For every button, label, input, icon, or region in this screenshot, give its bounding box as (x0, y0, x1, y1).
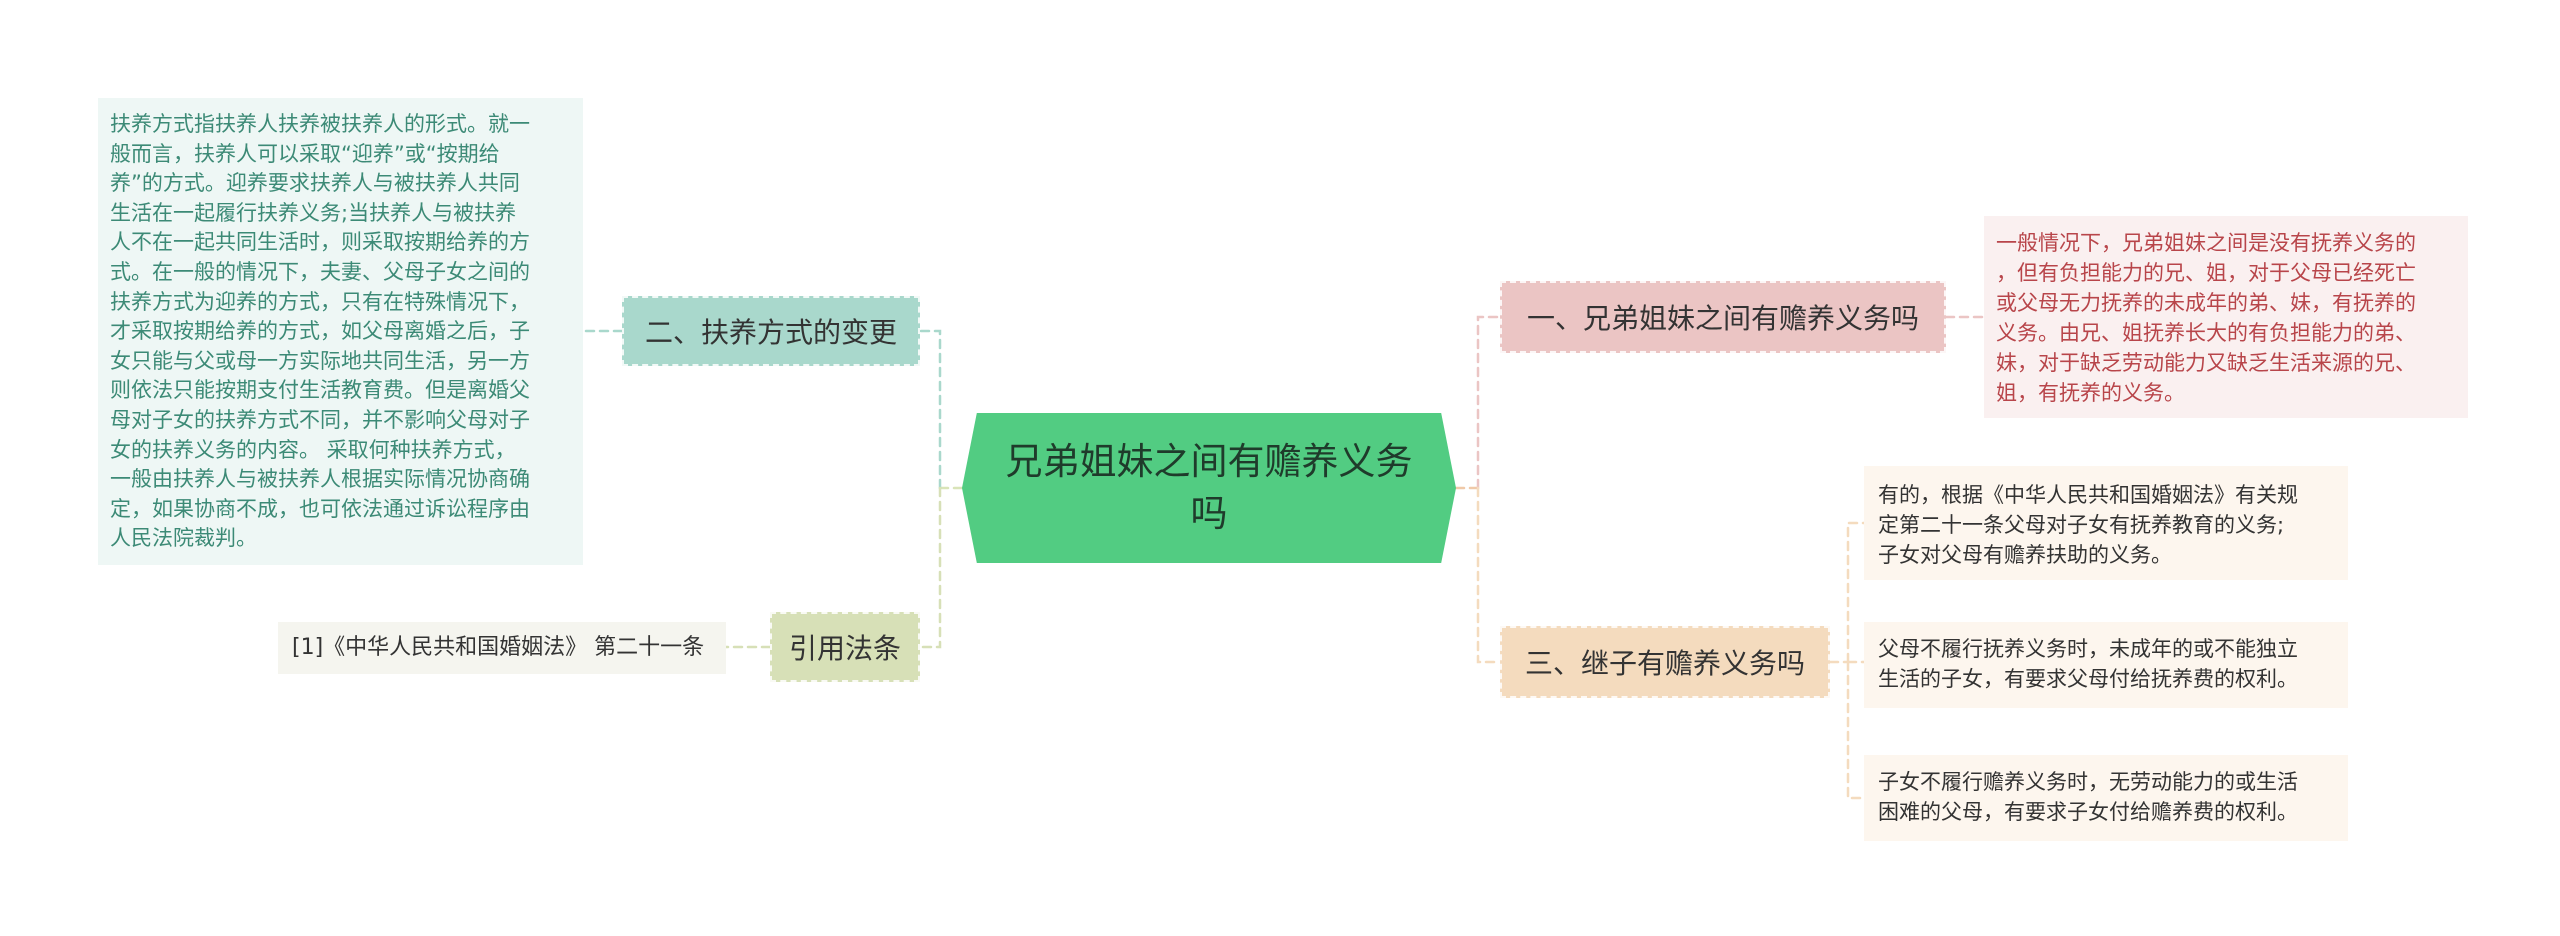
leaf-law-reference[interactable]: [1]《中华人民共和国婚姻法》 第二十一条 (278, 622, 726, 674)
central-topic[interactable]: 兄弟姐妹之间有赡养义务 吗 (962, 413, 1456, 563)
link-to-yinyong (918, 486, 942, 649)
link-to-xiongdi (1476, 315, 1502, 490)
branch-stepchild-duty[interactable]: 三、继子有赡养义务吗 (1500, 626, 1830, 698)
branch-siblings-duty[interactable]: 一、兄弟姐妹之间有赡养义务吗 (1500, 281, 1946, 353)
link-jizi-leaf1 (1846, 521, 1866, 664)
branch-fuyang-change[interactable]: 二、扶养方式的变更 (622, 296, 920, 366)
link-to-fuyang (918, 329, 942, 490)
leaf-stepchild-detail-3[interactable]: 子女不履行赡养义务时，无劳动能力的或生活 困难的父母，有要求子女付给赡养费的权利… (1864, 755, 2348, 841)
leaf-stepchild-detail-2[interactable]: 父母不履行抚养义务时，未成年的或不能独立 生活的子女，有要求父母付给抚养费的权利… (1864, 622, 2348, 708)
link-jizi-leaf3 (1846, 660, 1866, 800)
leaf-stepchild-detail-1[interactable]: 有的，根据《中华人民共和国婚姻法》有关规 定第二十一条父母对子女有抚养教育的义务… (1864, 466, 2348, 580)
link-to-jizi (1476, 486, 1502, 664)
leaf-siblings-detail[interactable]: 一般情况下，兄弟姐妹之间是没有抚养义务的 ，但有负担能力的兄、姐，对于父母已经死… (1984, 216, 2468, 418)
branch-cited-law[interactable]: 引用法条 (770, 612, 920, 682)
leaf-fuyang-detail[interactable]: 扶养方式指扶养人扶养被扶养人的形式。就一 般而言，扶养人可以采取“迎养”或“按期… (98, 98, 583, 565)
